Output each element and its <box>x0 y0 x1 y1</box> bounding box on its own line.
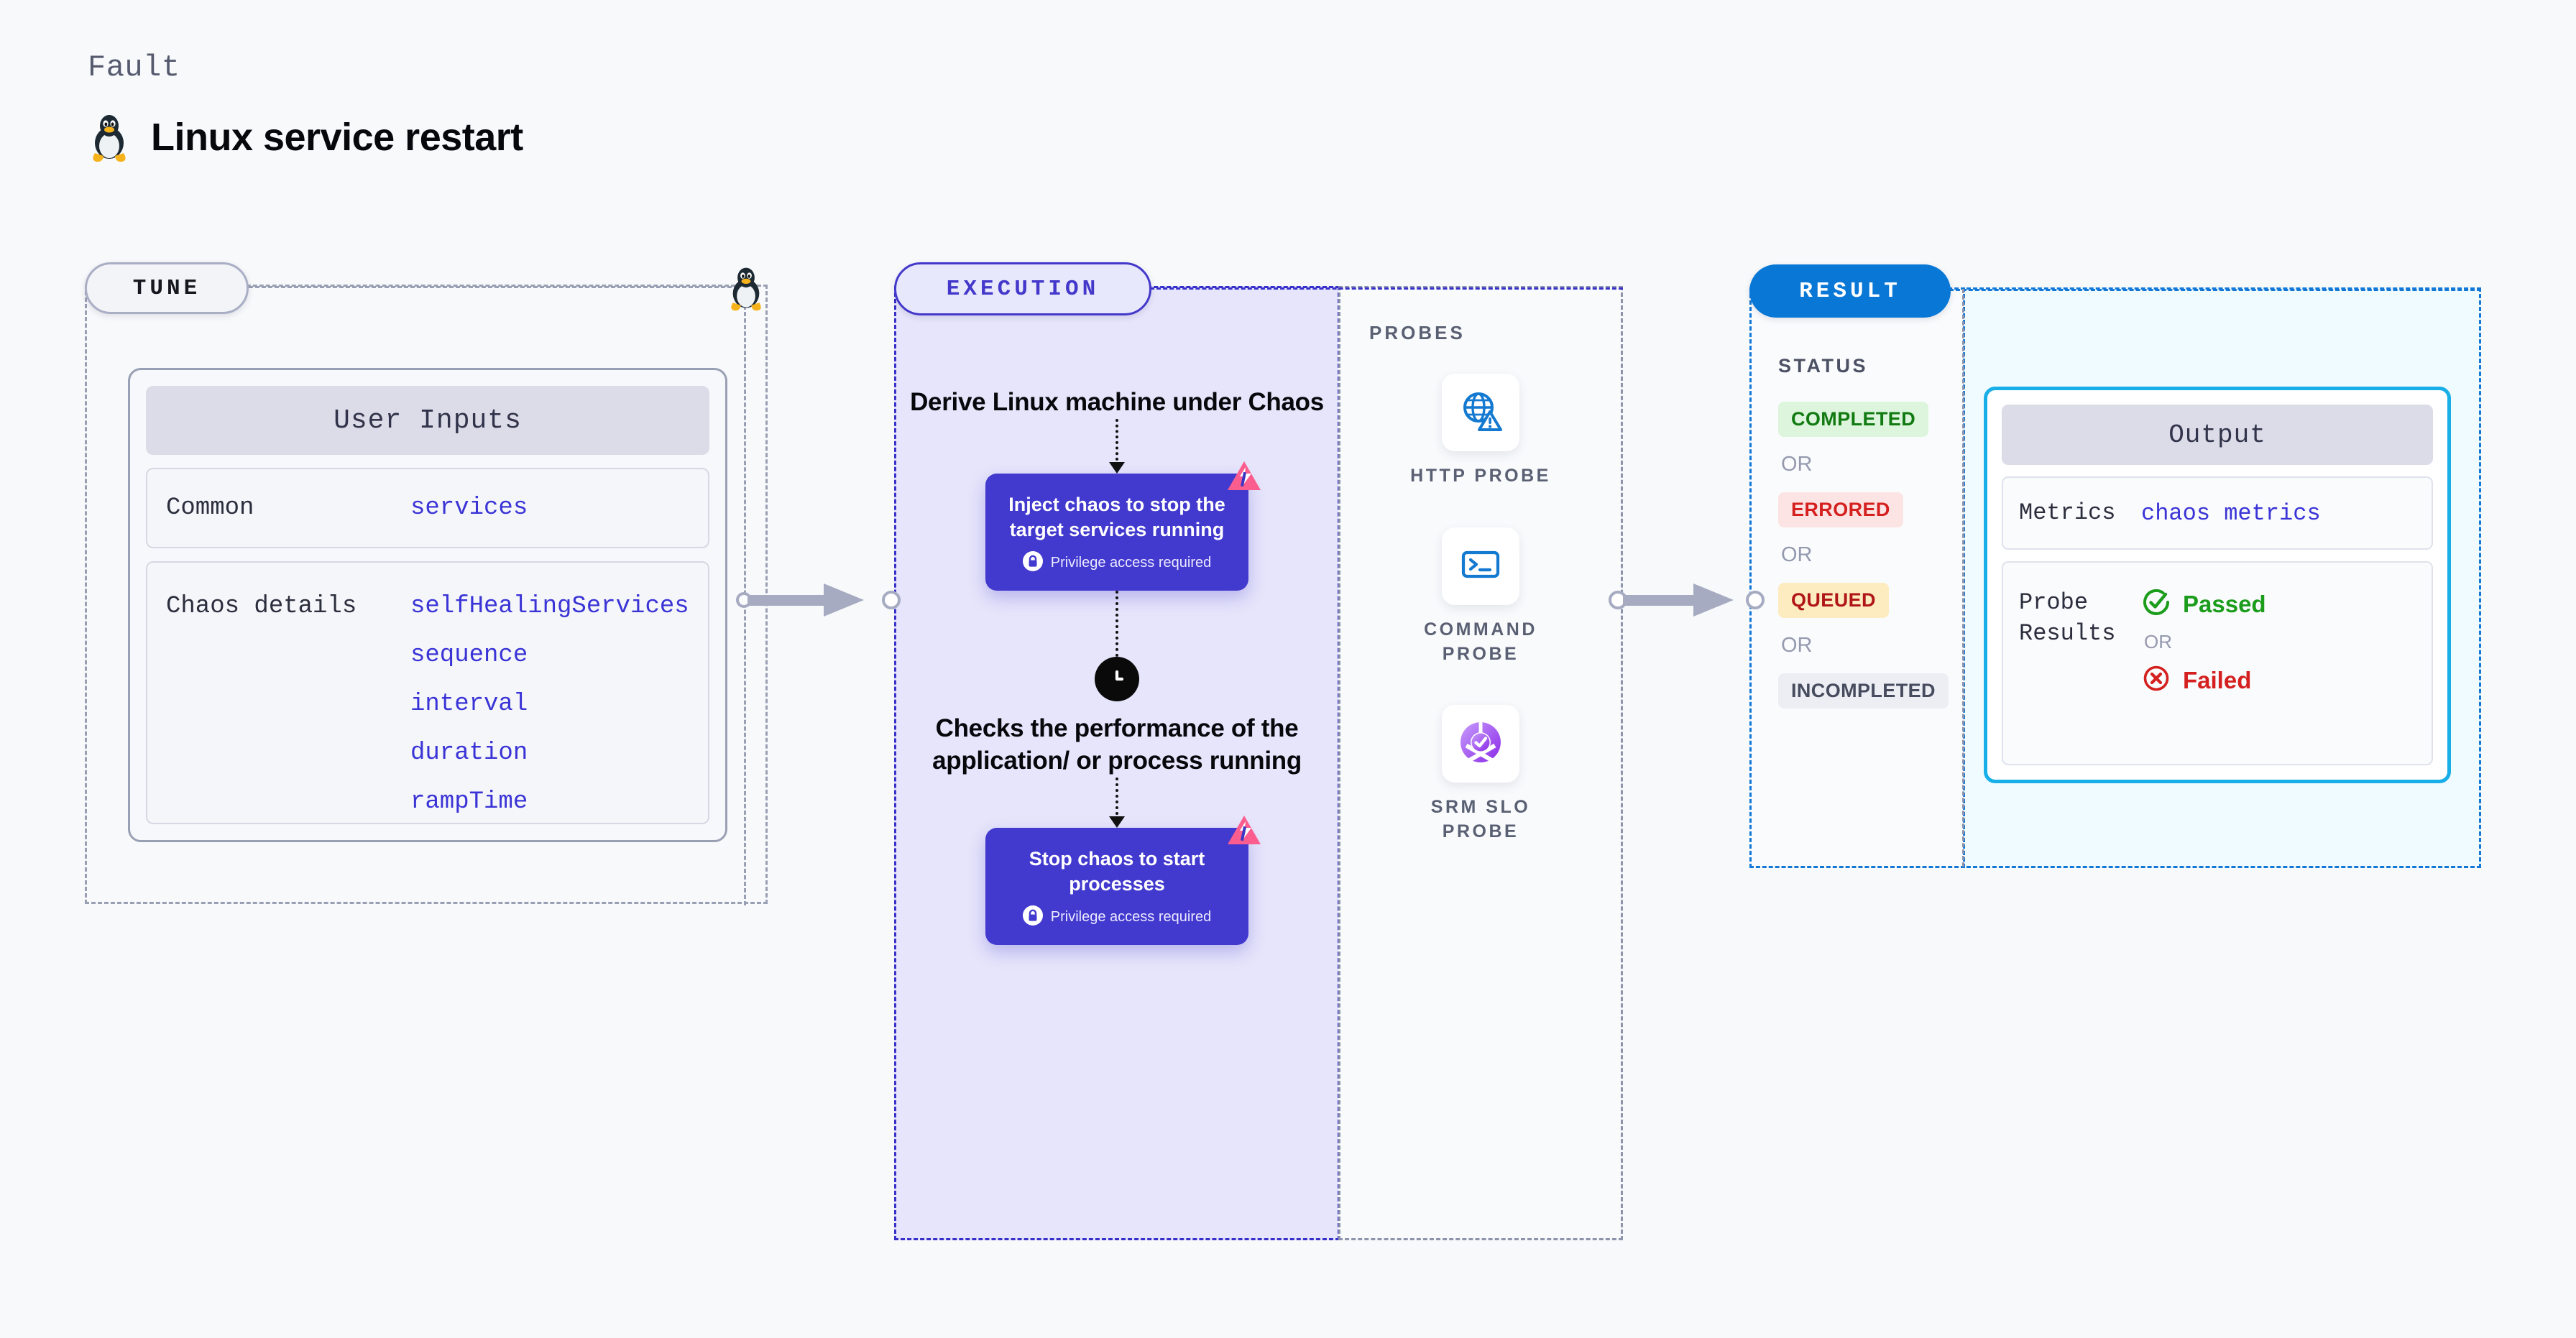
page-title: Linux service restart <box>151 116 523 159</box>
privilege-label: Privilege access required <box>1050 554 1212 571</box>
inputs-section-values: services <box>410 494 528 522</box>
tune-panel <box>85 285 768 904</box>
stage-badge-result[interactable]: RESULT <box>1749 264 1951 318</box>
probes-label: PROBES <box>1369 322 1466 343</box>
chaos-logo-icon <box>1224 812 1264 852</box>
user-inputs-header: User Inputs <box>146 386 709 455</box>
probe-item-command[interactable]: COMMAND PROBE <box>1405 527 1556 667</box>
input-param-sequence[interactable]: sequence <box>410 642 528 669</box>
result-status-column: STATUS COMPLETED OR ERRORED OR QUEUED OR… <box>1778 355 1958 709</box>
probe-results-values: Passed OR Failed <box>2141 587 2266 697</box>
status-heading: STATUS <box>1778 355 1868 377</box>
lock-icon <box>1022 905 1043 929</box>
inputs-section-values: selfHealingServices sequence interval du… <box>410 593 689 816</box>
result-status-divider <box>1962 289 1964 867</box>
user-inputs-card: User Inputs Common services Chaos detail… <box>128 368 727 842</box>
execution-heading: Derive Linux machine under Chaos <box>910 388 1324 416</box>
or-separator: OR <box>1781 453 1813 476</box>
or-separator: OR <box>1781 634 1813 657</box>
or-separator: OR <box>2144 631 2172 652</box>
tux-penguin-icon <box>88 111 131 163</box>
privilege-label: Privilege access required <box>1050 908 1212 925</box>
execution-node-inject-chaos[interactable]: Inject chaos to stop the target services… <box>985 461 1261 591</box>
probe-label: HTTP PROBE <box>1410 466 1551 486</box>
flow-arrow-tune-to-execution <box>736 579 908 624</box>
probe-item-http[interactable]: HTTP PROBE <box>1410 374 1551 489</box>
flow-connector-arrow <box>1116 590 1118 657</box>
flow-connector-arrow <box>1109 418 1125 474</box>
inputs-section-key: Chaos details <box>166 593 357 620</box>
globe-warning-icon <box>1458 389 1503 437</box>
result-status-panel <box>1749 287 1965 868</box>
stage-badge-tune[interactable]: TUNE <box>85 262 249 314</box>
probe-item-srm-slo[interactable]: SRM SLO PROBE <box>1405 705 1556 844</box>
flow-connector-arrow <box>1109 777 1125 828</box>
probe-result-passed: Passed <box>2141 587 2266 621</box>
output-row-probe-results: Probe Results Passed OR <box>2002 561 2433 765</box>
result-top-connector <box>1949 289 2481 291</box>
node-title: Stop chaos to start processes <box>1029 847 1205 895</box>
probe-result-failed: Failed <box>2141 663 2266 697</box>
inputs-section-common: Common services <box>146 468 709 548</box>
or-separator: OR <box>1781 543 1813 566</box>
x-circle-icon <box>2141 663 2171 697</box>
inputs-section-chaos-details: Chaos details selfHealingServices sequen… <box>146 561 709 824</box>
terminal-icon <box>1458 542 1503 590</box>
execution-top-connector <box>1150 287 1623 290</box>
output-card: Output Metrics chaos metrics Probe Resul… <box>1984 387 2451 783</box>
slo-donut-check-icon <box>1458 719 1504 769</box>
privilege-row: Privilege access required <box>1022 905 1212 929</box>
probe-label: SRM SLO PROBE <box>1430 797 1531 841</box>
probe-tile <box>1442 705 1519 783</box>
tux-penguin-icon <box>726 264 766 315</box>
probes-list: HTTP PROBE COMMAND PROBE <box>1338 374 1623 844</box>
probe-label: COMMAND PROBE <box>1424 619 1537 664</box>
clock-icon <box>1095 656 1139 701</box>
tune-top-connector <box>249 286 745 288</box>
page-title-row: Linux service restart <box>88 111 523 163</box>
status-badge-errored: ERRORED <box>1778 492 1903 527</box>
page-kicker: Fault <box>88 50 180 85</box>
chaos-logo-icon <box>1224 458 1264 498</box>
status-badge-queued: QUEUED <box>1778 583 1889 618</box>
probe-tile <box>1442 527 1519 605</box>
execution-middle-text: Checks the performance of the applicatio… <box>932 714 1302 775</box>
output-metrics-value[interactable]: chaos metrics <box>2141 499 2321 527</box>
input-param-selfhealingservices[interactable]: selfHealingServices <box>410 593 689 620</box>
probe-passed-label: Passed <box>2183 590 2266 617</box>
input-param-ramptime[interactable]: rampTime <box>410 788 528 816</box>
node-title: Inject chaos to stop the target services… <box>1008 493 1225 540</box>
input-param-interval[interactable]: interval <box>410 691 528 718</box>
probe-tile <box>1441 374 1519 451</box>
execution-node-stop-chaos[interactable]: Stop chaos to start processes Privilege … <box>985 815 1261 945</box>
privilege-row: Privilege access required <box>1022 550 1212 575</box>
flow-arrow-execution-to-result <box>1609 579 1774 624</box>
output-header: Output <box>2002 405 2433 465</box>
input-param-duration[interactable]: duration <box>410 739 528 767</box>
input-param-services[interactable]: services <box>410 494 528 522</box>
output-row-metrics: Metrics chaos metrics <box>2002 476 2433 550</box>
execution-flow: Derive Linux machine under Chaos Inject … <box>894 286 1340 1240</box>
output-probe-key: Probe Results <box>2019 589 2116 647</box>
output-metrics-key: Metrics <box>2019 499 2116 527</box>
probe-failed-label: Failed <box>2183 666 2252 693</box>
stage-badge-execution[interactable]: EXECUTION <box>894 262 1151 315</box>
check-circle-icon <box>2141 587 2171 621</box>
lock-icon <box>1022 550 1043 575</box>
status-badge-completed: COMPLETED <box>1778 402 1929 437</box>
status-badge-incompleted: INCOMPLETED <box>1778 673 1949 709</box>
inputs-section-key: Common <box>166 494 254 522</box>
